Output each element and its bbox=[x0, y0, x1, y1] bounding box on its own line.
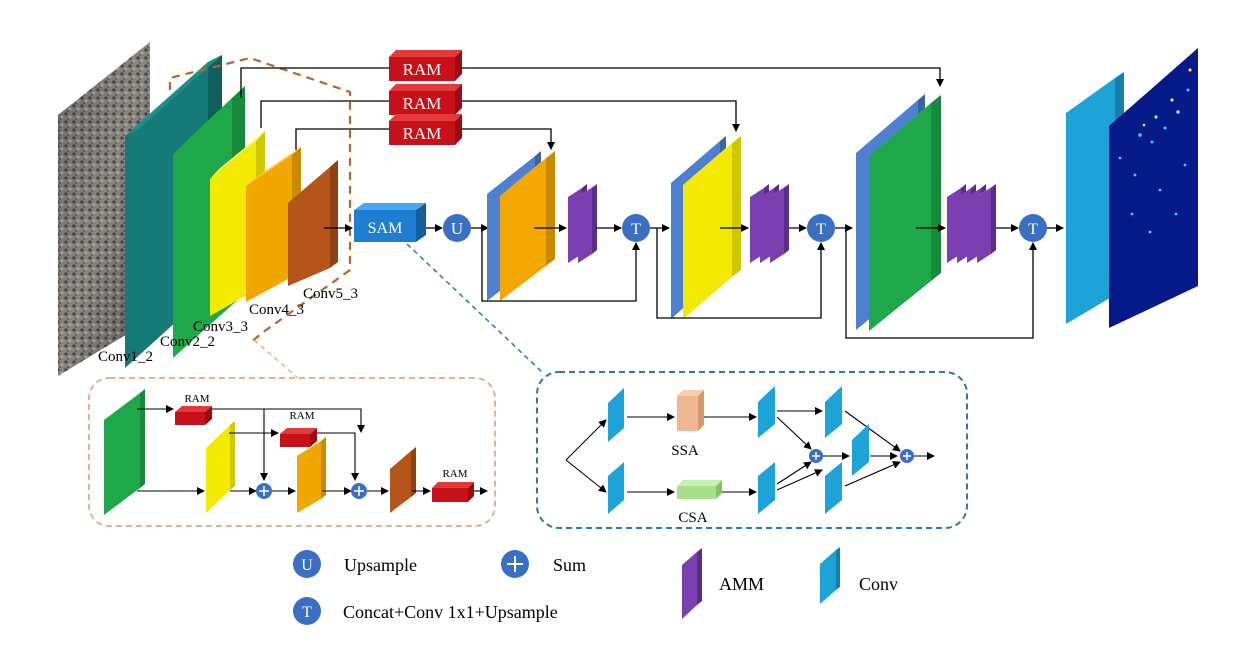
density-map bbox=[1109, 48, 1198, 328]
label-conv1: Conv1_2 bbox=[98, 349, 153, 365]
sam-inset-sum-1 bbox=[809, 449, 823, 463]
bypass-3 bbox=[845, 228, 1037, 339]
legend-sum: Sum bbox=[501, 550, 586, 578]
svg-text:Sum: Sum bbox=[553, 555, 586, 575]
backbone bbox=[125, 55, 338, 368]
ram-inset-sum-2 bbox=[351, 483, 367, 499]
bypass-2 bbox=[656, 228, 825, 319]
svg-text:Concat+Conv 1x1+Upsample: Concat+Conv 1x1+Upsample bbox=[343, 602, 558, 622]
ram-mid-block: RAM bbox=[389, 84, 462, 115]
svg-text:SAM: SAM bbox=[368, 220, 403, 237]
svg-text:RAM: RAM bbox=[403, 124, 442, 143]
amm-1 bbox=[568, 184, 597, 263]
backbone-bracket bbox=[168, 56, 352, 344]
ram-inset-block-2: RAM bbox=[280, 410, 317, 447]
concat-op-2: T bbox=[807, 214, 835, 242]
svg-text:RAM: RAM bbox=[184, 393, 209, 405]
ram-inset: RAM RAM RAM bbox=[104, 389, 488, 515]
amm-2 bbox=[750, 184, 789, 263]
sam-block: SAM bbox=[354, 203, 426, 242]
label-conv5: Conv5_3 bbox=[303, 286, 358, 302]
svg-text:U: U bbox=[451, 219, 463, 238]
svg-text:Conv: Conv bbox=[859, 574, 898, 594]
concat-op-1: T bbox=[622, 214, 650, 242]
legend-conv: Conv bbox=[820, 547, 898, 604]
svg-text:T: T bbox=[1028, 221, 1038, 238]
sam-inset: SSA CSA bbox=[565, 386, 935, 526]
svg-text:T: T bbox=[816, 221, 826, 238]
ram-top-block: RAM bbox=[389, 50, 462, 81]
svg-text:RAM: RAM bbox=[403, 94, 442, 113]
svg-text:CSA: CSA bbox=[678, 510, 707, 526]
bypass-1 bbox=[481, 228, 640, 302]
concat-op-3: T bbox=[1019, 214, 1047, 242]
ram-inset-block-3: RAM bbox=[432, 468, 474, 502]
label-conv3: Conv3_3 bbox=[193, 319, 248, 335]
decoder-stage2 bbox=[671, 136, 741, 319]
svg-text:AMM: AMM bbox=[719, 574, 764, 594]
ssa-block: SSA bbox=[671, 390, 704, 459]
label-conv2: Conv2_2 bbox=[160, 334, 215, 350]
svg-text:SSA: SSA bbox=[671, 443, 699, 459]
upsample-op: U bbox=[443, 214, 471, 242]
svg-text:T: T bbox=[631, 221, 641, 238]
decoder-stage1 bbox=[487, 151, 555, 301]
ram-inset-frame bbox=[88, 377, 496, 527]
decoder-stage3 bbox=[856, 94, 941, 331]
ram-inset-block-1: RAM bbox=[175, 393, 212, 425]
ram-inset-connector bbox=[253, 339, 299, 379]
legend-concat: T Concat+Conv 1x1+Upsample bbox=[293, 597, 558, 625]
svg-text:T: T bbox=[302, 604, 312, 621]
skip-connections bbox=[240, 67, 944, 150]
csa-block: CSA bbox=[677, 480, 722, 526]
ram-inset-sum-1 bbox=[256, 483, 272, 499]
svg-text:RAM: RAM bbox=[442, 468, 467, 480]
label-conv4: Conv4_3 bbox=[249, 302, 304, 318]
svg-text:RAM: RAM bbox=[289, 410, 314, 422]
svg-text:RAM: RAM bbox=[403, 60, 442, 79]
sam-inset-sum-2 bbox=[900, 449, 914, 463]
legend-amm: AMM bbox=[682, 548, 764, 619]
svg-text:U: U bbox=[301, 557, 313, 574]
sam-inset-connector bbox=[406, 243, 543, 373]
sam-inset-frame bbox=[536, 371, 968, 529]
svg-text:Upsample: Upsample bbox=[344, 555, 417, 575]
legend: U Upsample Sum T Concat+Conv 1x1+Upsampl… bbox=[293, 547, 898, 625]
ram-low-block: RAM bbox=[389, 114, 462, 145]
legend-upsample: U Upsample bbox=[293, 550, 417, 578]
amm-3 bbox=[947, 184, 996, 263]
